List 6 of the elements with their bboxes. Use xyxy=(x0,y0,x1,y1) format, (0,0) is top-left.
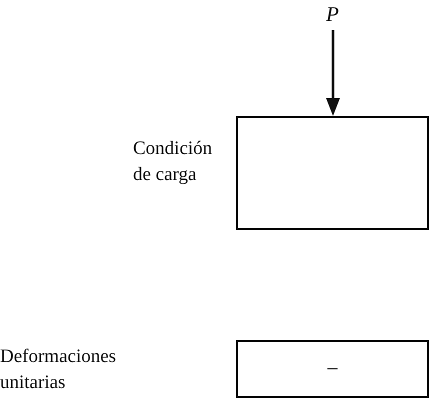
side-caption: Condición de carga xyxy=(133,137,214,187)
strain-box xyxy=(236,340,429,398)
rectangle-box xyxy=(236,116,429,230)
strain-sign: − xyxy=(326,356,339,382)
side-caption: Deformaciones unitarias xyxy=(0,345,118,395)
load-label: P xyxy=(326,2,339,27)
